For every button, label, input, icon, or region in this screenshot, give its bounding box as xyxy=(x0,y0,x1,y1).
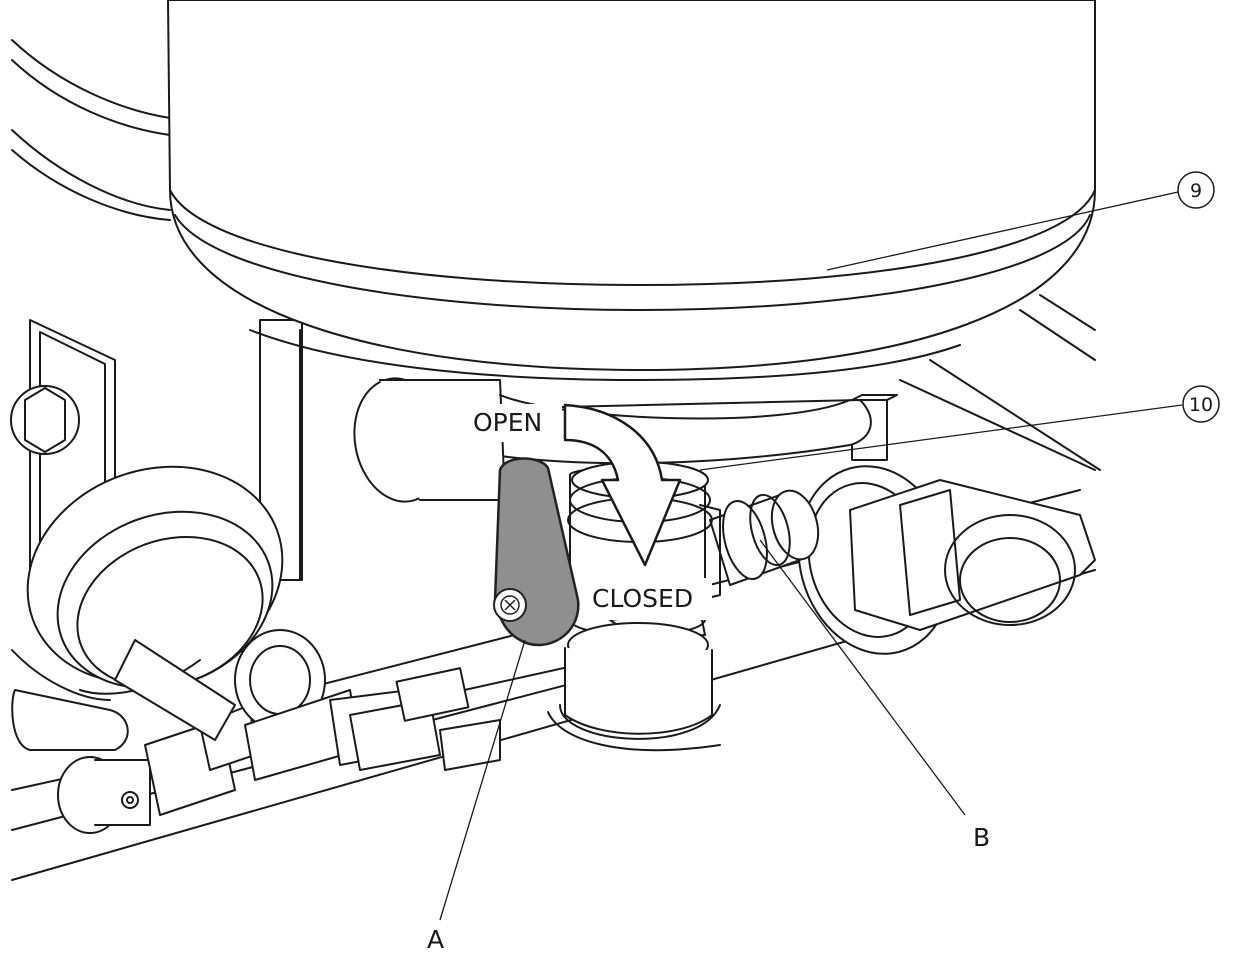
leader-lines xyxy=(439,191,1183,921)
open-label-plate xyxy=(462,404,562,442)
background-tank xyxy=(11,39,171,221)
open-label: OPEN xyxy=(473,408,542,437)
right-hex-fitting xyxy=(797,394,1096,655)
closed-label-plate xyxy=(580,578,712,620)
leader-line-9 xyxy=(826,191,1179,271)
callout-9-number: 9 xyxy=(1190,180,1202,202)
callout-10-number: 10 xyxy=(1189,394,1213,416)
closed-label: CLOSED xyxy=(592,584,693,613)
label-a: A xyxy=(427,925,444,954)
leader-line-10 xyxy=(699,404,1183,471)
label-b: B xyxy=(973,823,990,852)
callout-9-circle xyxy=(1177,171,1215,209)
pressure-gauge xyxy=(11,465,284,701)
valve-lever xyxy=(493,457,580,647)
callout-10-circle xyxy=(1182,385,1220,423)
leader-line-a xyxy=(439,639,526,921)
vessel-base xyxy=(353,377,872,503)
drain-fitting xyxy=(11,689,256,834)
connection-pipe xyxy=(114,629,501,781)
leader-line-b xyxy=(759,539,966,816)
expansion-vessel xyxy=(167,0,1096,381)
rotation-arrow xyxy=(563,403,682,567)
